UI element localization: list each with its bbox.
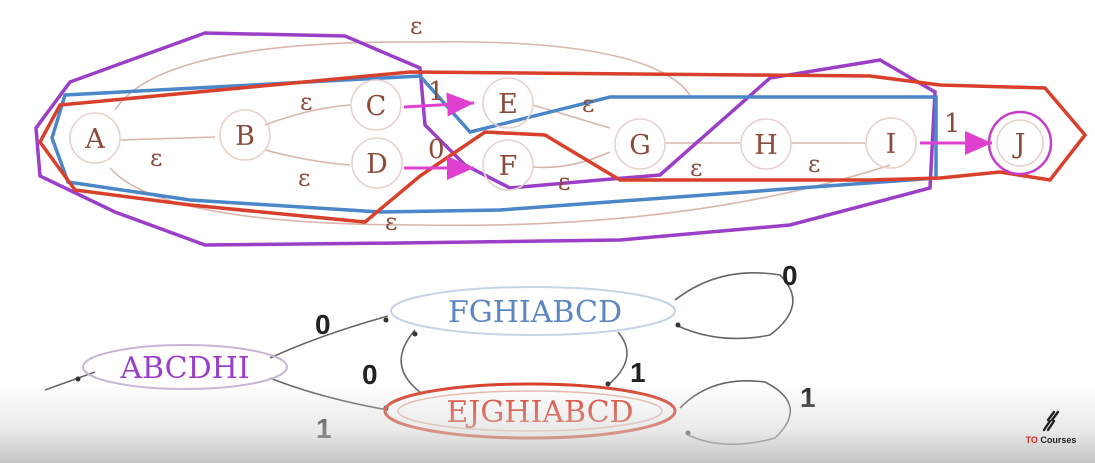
nfa-state-d: D bbox=[366, 149, 388, 180]
dfa-label-abcdhi-0: 0 bbox=[315, 309, 331, 340]
epsilon-label: ε bbox=[582, 90, 594, 118]
dfa-label-ejghiabcd-self-1: 1 bbox=[800, 382, 816, 413]
nfa-state-j: J bbox=[1012, 129, 1026, 160]
dfa-label-abcdhi-1: 1 bbox=[316, 413, 332, 444]
stacked-bars-icon bbox=[1042, 410, 1060, 432]
nfa-state-a: A bbox=[84, 124, 105, 155]
dfa-state-fghiabcd-ring bbox=[390, 286, 676, 336]
nfa-state-i: I bbox=[886, 129, 897, 160]
epsilon-label: ε bbox=[150, 144, 162, 172]
to-courses-logo: TO Courses bbox=[1021, 409, 1081, 445]
nfa-label-i-to-j: 1 bbox=[944, 109, 961, 139]
epsilon-label: ε bbox=[298, 164, 310, 192]
nfa-input-arrows bbox=[403, 92, 992, 180]
nfa-state-b: B bbox=[235, 121, 255, 152]
nfa-label-d-to-f: 0 bbox=[428, 135, 445, 165]
nfa-state-c: C bbox=[366, 91, 387, 122]
nfa-state-g: G bbox=[629, 130, 651, 161]
epsilon-label: ε bbox=[410, 12, 422, 40]
nfa-edges bbox=[109, 40, 891, 227]
purple-region bbox=[34, 31, 937, 247]
dfa-self-loop-fghiabcd bbox=[674, 272, 794, 340]
epsilon-label: ε bbox=[385, 208, 397, 236]
dfa-label-fghiabcd-1: 1 bbox=[630, 357, 646, 388]
dfa-self-loop-ejghiabcd bbox=[679, 380, 791, 446]
dfa-state-fghiabcd: FGHIABCD bbox=[448, 295, 622, 330]
nfa-state-circles bbox=[69, 77, 1044, 191]
epsilon-label: ε bbox=[690, 154, 702, 182]
nfa-state-e: E bbox=[498, 89, 518, 120]
epsilon-label: ε bbox=[558, 168, 570, 196]
nfa-state-labels: A B C D E F G H I J bbox=[84, 89, 1025, 182]
dfa-edge-1-fghiabcd-to-ejghiabcd bbox=[607, 331, 628, 386]
dfa-label-ejghiabcd-0: 0 bbox=[362, 359, 378, 390]
nfa-label-c-to-e: 1 bbox=[428, 77, 445, 107]
nfa-state-h: H bbox=[754, 130, 778, 161]
dfa-state-ejghiabcd: EJGHIABCD bbox=[446, 395, 633, 430]
epsilon-labels: ε ε ε ε ε ε ε ε ε bbox=[150, 12, 820, 236]
dfa-state-abcdhi: ABCDHI bbox=[119, 351, 249, 386]
logo-suffix: Courses bbox=[1037, 435, 1077, 445]
logo-brand: TO bbox=[1025, 435, 1038, 445]
red-region bbox=[37, 70, 1088, 224]
dfa-edge-0-ejghiabcd-to-fghiabcd bbox=[400, 329, 421, 393]
epsilon-label: ε bbox=[300, 88, 312, 116]
dfa-label-fghiabcd-self-0: 0 bbox=[782, 260, 798, 291]
nfa-state-f: F bbox=[499, 151, 518, 182]
dfa-edge-0-to-fghiabcd bbox=[269, 315, 389, 359]
epsilon-label: ε bbox=[808, 150, 820, 178]
